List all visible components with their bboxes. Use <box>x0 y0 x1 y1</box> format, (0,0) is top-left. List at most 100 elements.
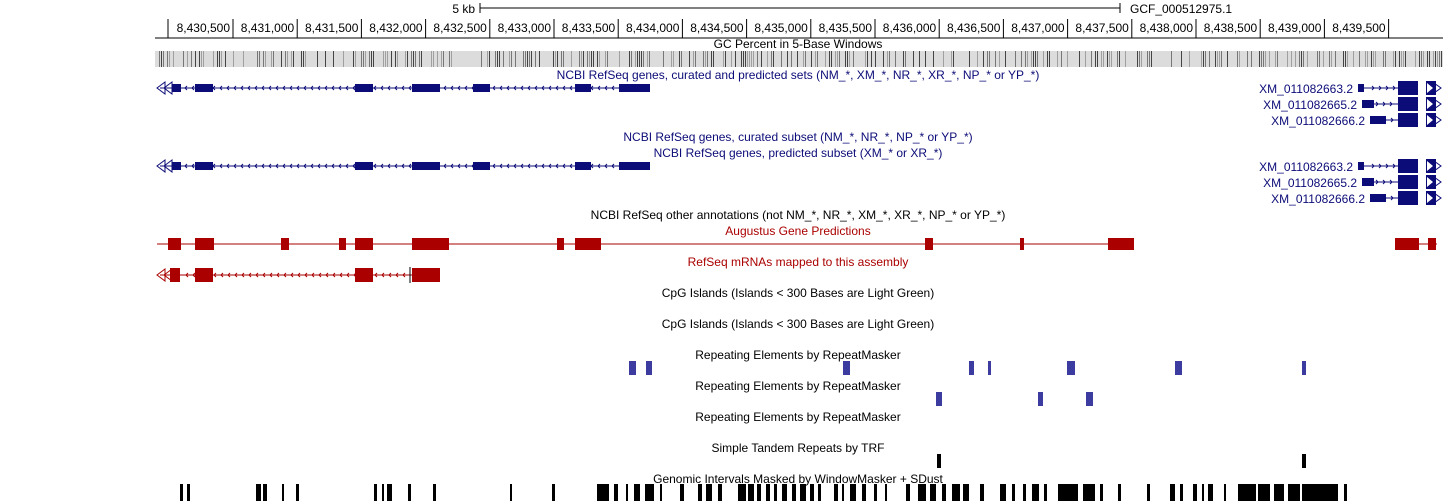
masked-intervals[interactable] <box>180 484 1347 501</box>
refseq-all-transcript-label[interactable]: XM_011082666.2 <box>1271 114 1365 128</box>
gc-window <box>647 51 648 67</box>
repeatmasker-track[interactable]: Repeating Elements by RepeatMasker <box>695 379 1093 406</box>
refseq-all-track[interactable]: NCBI RefSeq genes, curated and predicted… <box>156 68 1442 128</box>
gc-window <box>1335 51 1336 67</box>
masked-interval <box>1000 484 1006 501</box>
gc-window <box>1403 51 1404 67</box>
exon <box>925 238 933 250</box>
augustus-gene-features[interactable] <box>157 238 1437 250</box>
cpg-islands-track[interactable]: CpG Islands (Islands < 300 Bases are Lig… <box>662 286 934 300</box>
gc-window <box>221 51 222 67</box>
intron-arrow <box>1382 179 1386 185</box>
gc-window <box>1371 51 1372 67</box>
intron-arrow <box>296 163 300 169</box>
refseq-all-transcript-label[interactable]: XM_011082665.2 <box>1263 98 1357 112</box>
refseq-predicted-gene-left[interactable] <box>156 159 650 173</box>
exon <box>412 162 440 170</box>
tandem-repeat-features[interactable] <box>937 454 1306 468</box>
gc-window <box>713 51 714 67</box>
exon <box>1398 81 1418 95</box>
refseq-predicted-genes-right[interactable] <box>1358 159 1442 205</box>
gc-window <box>1021 51 1022 67</box>
gc-window <box>1151 51 1152 67</box>
simple-repeats-track[interactable]: Simple Tandem Repeats by TRF <box>712 441 1306 468</box>
gc-window <box>405 51 406 67</box>
refseq-predicted-transcript-label[interactable]: XM_011082663.2 <box>1259 160 1353 174</box>
gc-window <box>895 51 896 67</box>
gc-window <box>1117 51 1118 67</box>
intron-arrow <box>345 163 349 169</box>
exon <box>195 268 213 282</box>
gc-window <box>977 51 978 67</box>
gc-window <box>451 51 452 67</box>
intron-arrow <box>268 163 272 169</box>
track-title-cpg-islands: CpG Islands (Islands < 300 Bases are Lig… <box>662 317 934 331</box>
masked-interval <box>1258 484 1270 501</box>
gc-window <box>587 51 588 67</box>
masked-interval <box>552 484 555 501</box>
gc-percent-track[interactable]: GC Percent in 5-Base Windows <box>155 37 1443 67</box>
masked-interval <box>1193 484 1197 501</box>
refseq-all-genes-right[interactable] <box>1358 81 1442 127</box>
refseq-mrna-track[interactable]: RefSeq mRNAs mapped to this assembly <box>156 255 908 283</box>
gc-window <box>753 51 754 67</box>
gc-window <box>731 51 732 67</box>
intron-arrow <box>450 85 454 91</box>
refseq-curated-track[interactable]: NCBI RefSeq genes, curated subset (NM_*,… <box>623 130 972 144</box>
gc-window <box>557 51 558 67</box>
intron-arrow <box>1390 195 1394 201</box>
gc-window <box>1437 51 1438 67</box>
gc-window <box>421 51 422 67</box>
repeatmasker-track[interactable]: Repeating Elements by RepeatMasker <box>695 410 900 424</box>
intron-arrow <box>331 163 335 169</box>
refseq-mrna-alignment[interactable] <box>156 267 440 283</box>
intron-arrow <box>191 163 195 169</box>
refseq-all-gene-left[interactable] <box>156 81 650 95</box>
refseq-all-transcript-label[interactable]: XM_011082663.2 <box>1259 82 1353 96</box>
gc-window <box>373 51 374 67</box>
masked-interval <box>748 484 754 501</box>
cpg-islands-track[interactable]: CpG Islands (Islands < 300 Bases are Lig… <box>662 317 934 331</box>
gc-window <box>433 51 434 67</box>
masked-interval <box>782 484 787 501</box>
intron-arrow <box>1392 85 1396 91</box>
windowmasker-track[interactable]: Genomic Intervals Masked by WindowMasker… <box>180 470 1347 501</box>
masked-interval <box>296 484 299 501</box>
repeatmasker-track[interactable]: Repeating Elements by RepeatMasker <box>629 348 1306 375</box>
refseq-predicted-track[interactable]: NCBI RefSeq genes, predicted subset (XM_… <box>156 146 1442 206</box>
intron-arrow <box>597 85 601 91</box>
gc-window <box>1251 51 1252 67</box>
repeat-elements[interactable] <box>936 392 1093 406</box>
gc-window <box>1005 51 1006 67</box>
gc-window <box>773 51 774 67</box>
intron-arrow <box>464 163 468 169</box>
intron-arrow <box>499 163 503 169</box>
augustus-track[interactable]: Augustus Gene Predictions <box>157 224 1437 250</box>
gc-window <box>353 51 354 67</box>
masked-interval <box>180 484 183 501</box>
intron-arrow <box>450 163 454 169</box>
gc-window <box>641 51 642 67</box>
intron-arrow <box>1378 163 1382 169</box>
masked-interval <box>1288 484 1300 501</box>
gc-window <box>743 51 744 67</box>
refseq-predicted-transcript-label[interactable]: XM_011082666.2 <box>1271 192 1365 206</box>
track-title-augustus: Augustus Gene Predictions <box>725 224 870 238</box>
gc-window <box>301 51 302 67</box>
intron-arrow <box>443 85 447 91</box>
masked-interval <box>918 484 926 501</box>
strand-arrow <box>1427 161 1433 171</box>
repeat-elements[interactable] <box>629 361 1306 375</box>
refseq-predicted-transcript-label[interactable]: XM_011082665.2 <box>1263 176 1357 190</box>
intron-arrow <box>303 85 307 91</box>
exon <box>355 84 373 92</box>
tandem-repeat <box>937 454 941 468</box>
ruler-tick-label: 8,437,000 <box>1011 21 1065 35</box>
gc-window <box>831 51 832 67</box>
gc-window <box>1433 51 1434 67</box>
gc-window <box>383 51 384 67</box>
gc-window <box>1201 51 1202 67</box>
refseq-other-track[interactable]: NCBI RefSeq other annotations (not NM_*,… <box>591 208 1006 222</box>
